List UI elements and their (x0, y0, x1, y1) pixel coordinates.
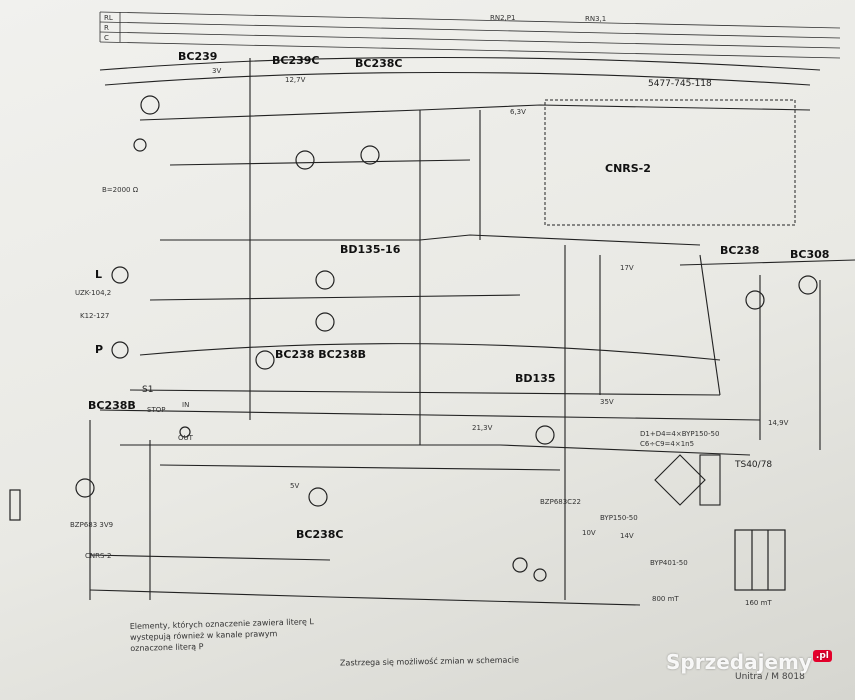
header-table (99, 11, 841, 59)
transistor-bc238-bc238b: BC238 BC238B (275, 348, 366, 361)
transistor-symbols (75, 95, 818, 507)
connector-symbols (9, 138, 547, 582)
voltage-10: 10V (582, 529, 596, 537)
transistor-bd135-16: BD135-16 (340, 243, 401, 256)
cap-note: C6÷C9=4×1n5 (640, 440, 694, 448)
voltage-21-3: 21,3V (472, 424, 493, 432)
voltage-35: 35V (600, 398, 614, 406)
switch-stop: STOP (147, 406, 165, 414)
fuse1-label: 800 mT (652, 595, 679, 603)
head-impedance: B=2000 Ω (102, 186, 139, 194)
fuse2-label: 160 mT (745, 599, 772, 607)
row-label-c: C (104, 34, 109, 42)
connector-uzk: UZK-104,2 (75, 289, 111, 297)
voltage-14-9: 14,9V (768, 419, 789, 427)
rectifier-bridge (654, 454, 721, 506)
voltage-14: 14V (620, 532, 634, 540)
connector-l: L (95, 268, 102, 281)
cnrs-module-box (544, 99, 796, 226)
connector-out: OUT (178, 434, 194, 442)
wiring (89, 56, 855, 606)
zener2-label: BZP683C22 (540, 498, 581, 506)
connector-k12: K12-127 (80, 312, 109, 320)
transistor-bc238-right: BC238 (720, 244, 759, 257)
voltage-17: 17V (620, 264, 634, 272)
channel-note: Elementy, których oznaczenie zawiera lit… (130, 615, 361, 654)
transformer-symbol (734, 529, 786, 591)
transistor-bc238c-bottom: BC238C (296, 528, 344, 541)
diode-note: D1+D4=4×BYP150-50 (640, 430, 719, 438)
switch-label: CNRS-2 (85, 552, 111, 560)
rectifier-label: BYP150-50 (600, 514, 638, 522)
site-watermark: Sprzedajemy.pl (666, 650, 832, 674)
watermark-badge: .pl (812, 650, 832, 662)
transformer-label: TS40/78 (734, 460, 772, 470)
voltage-5: 5V (290, 482, 299, 490)
transistor-bc308: BC308 (790, 248, 829, 261)
header-code-1: RN2,P1 (490, 14, 515, 22)
transistor-bd135: BD135 (515, 372, 555, 385)
cnrs-module-label: CNRS-2 (605, 162, 651, 175)
row-label-rl: RL (104, 14, 113, 22)
row-label-r: R (104, 24, 109, 32)
voltage-6-3: 6,3V (510, 108, 526, 116)
transistor-bc238c-top: BC238C (355, 57, 403, 70)
zener1-label: BZP683 3V9 (70, 521, 113, 529)
rectifier2-label: BYP401-50 (650, 559, 688, 567)
voltage-12-7: 12,7V (285, 76, 306, 84)
connector-in: IN (182, 401, 189, 409)
connector-p: P (95, 343, 103, 356)
switch-s1: S1 (142, 385, 153, 395)
header-code-2: RN3,1 (585, 15, 606, 23)
voltage-3: 3V (212, 67, 221, 75)
header-code-3: 5477-745-118 (648, 79, 712, 89)
watermark-text: Sprzedajemy (666, 650, 812, 674)
model-label: Unitra / M 8018 (735, 672, 805, 682)
transistor-bc239: BC239 (178, 50, 217, 63)
transistor-bc238b: BC238B (88, 399, 136, 412)
transistor-bc239c: BC239C (272, 54, 320, 67)
